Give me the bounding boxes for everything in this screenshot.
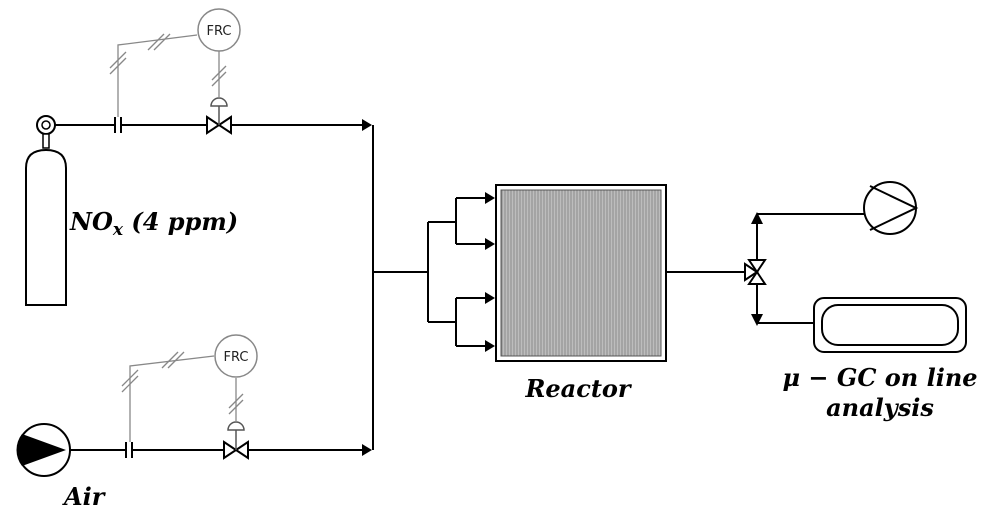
exhaust-pump-icon — [863, 181, 919, 235]
mixing-manifold — [372, 125, 486, 450]
nox-label: NOx (4 ppm) — [69, 207, 238, 240]
gc-label-line1: μ − GC on line — [782, 363, 977, 392]
nox-frc-controller: FRC — [197, 8, 241, 52]
three-way-valve — [744, 259, 767, 285]
reactor-label: Reactor — [524, 374, 632, 403]
svg-text:FRC: FRC — [224, 350, 249, 365]
outlet-arrows — [751, 212, 763, 326]
air-control-valve — [223, 421, 249, 460]
manifold-arrows — [485, 192, 495, 352]
air-signal-lines — [121, 351, 244, 442]
air-frc-controller: FRC — [214, 334, 258, 378]
nox-control-valve — [206, 97, 232, 135]
micro-gc-analyzer — [813, 297, 967, 353]
air-pump-icon — [16, 423, 71, 477]
reactor — [495, 184, 667, 362]
gc-label-line2: analysis — [826, 393, 934, 422]
svg-text:FRC: FRC — [207, 24, 232, 39]
nox-signal-lines — [109, 33, 227, 117]
air-label: Air — [62, 482, 107, 511]
nox-feed-line — [55, 117, 372, 133]
nox-cylinder — [25, 115, 67, 306]
air-feed-line — [70, 442, 372, 458]
